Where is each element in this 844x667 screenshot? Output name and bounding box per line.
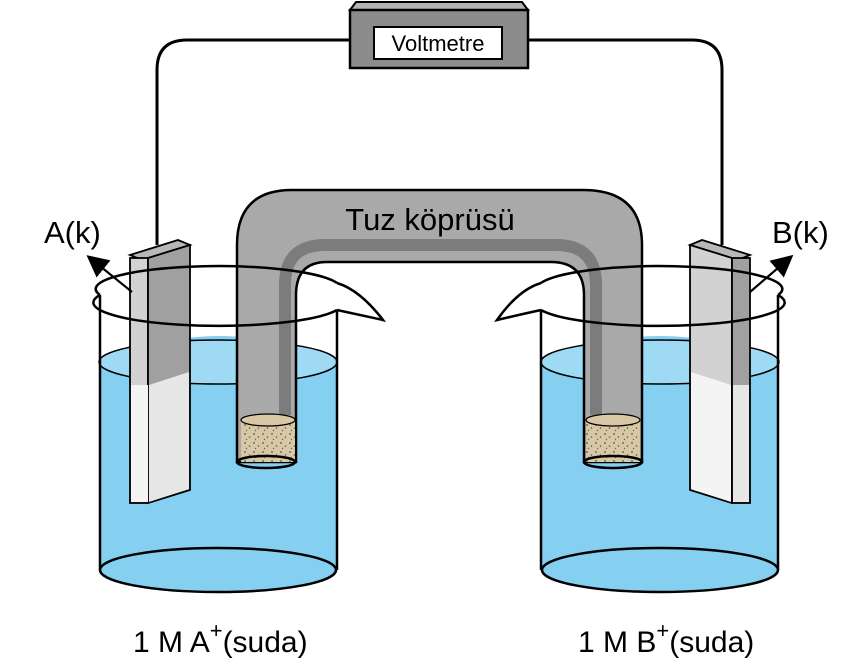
right-electrode-arrow [749, 254, 794, 293]
right-beaker-rim [494, 264, 786, 328]
salt-bridge-label: Tuz köprüsü [345, 202, 514, 237]
left-electrode-label: A(k) [44, 215, 101, 250]
right-electrode-label: B(k) [772, 215, 829, 250]
right-electrode [687, 239, 753, 505]
left-beaker-rim [92, 264, 387, 328]
left-electrode [127, 239, 193, 505]
voltmeter: Voltmetre [348, 1, 530, 70]
right-solution-label: 1 M B+(suda) [578, 618, 754, 659]
salt-bridge: Tuz köprüsü [235, 188, 644, 470]
left-solution-label: 1 M A+(suda) [133, 618, 308, 659]
voltmeter-label: Voltmetre [392, 31, 485, 56]
left-electrode-arrow [86, 255, 133, 293]
external-wire [155, 38, 724, 245]
